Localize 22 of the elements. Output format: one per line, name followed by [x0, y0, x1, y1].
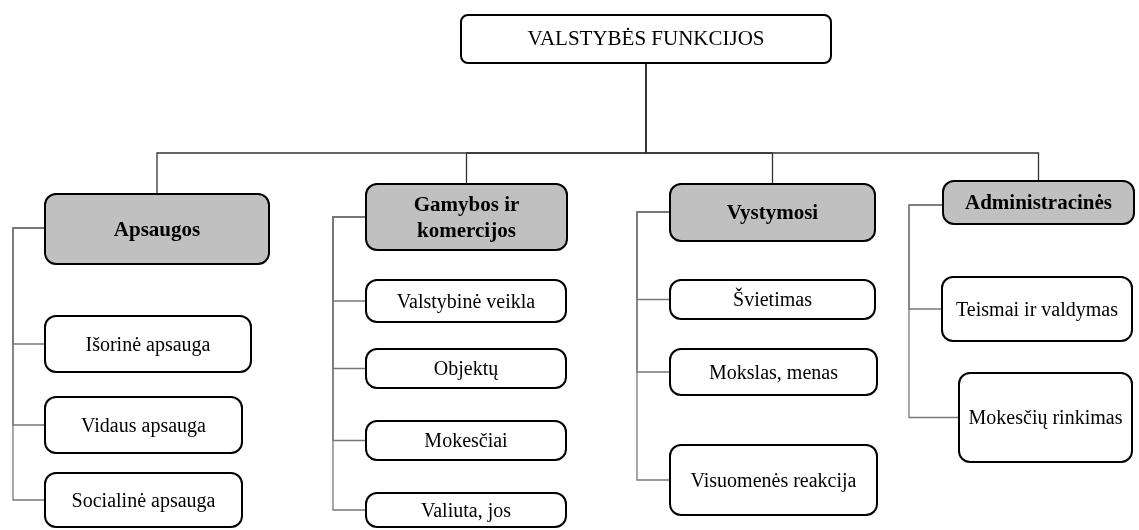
item-box: Vidaus apsauga: [44, 396, 243, 454]
connector-line: [645, 63, 1040, 181]
item-box: Mokesčiai: [365, 420, 567, 461]
category-box: Gamybos ir komercijos: [365, 183, 568, 251]
category-box: Apsaugos: [44, 193, 270, 265]
item-box: Švietimas: [669, 279, 876, 320]
title-box: VALSTYBĖS FUNKCIJOS: [460, 14, 832, 64]
item-box: Teismai ir valdymas: [941, 276, 1133, 342]
item-box: Išorinė apsauga: [44, 315, 252, 373]
item-box: Valiuta, jos: [365, 492, 567, 528]
connector-line: [636, 211, 670, 481]
item-box: Objektų: [365, 348, 567, 389]
item-box: Mokesčių rinkimas: [958, 372, 1133, 463]
item-box: Socialinė apsauga: [44, 472, 243, 528]
item-box: Valstybinė veikla: [365, 279, 567, 323]
connector-line: [12, 227, 45, 501]
category-box: Administracinės: [942, 180, 1135, 225]
connector-line: [908, 204, 959, 419]
category-box: Vystymosi: [669, 183, 876, 242]
connector-line: [332, 216, 366, 511]
item-box: Mokslas, menas: [669, 348, 878, 396]
item-box: Visuomenės reakcija: [669, 444, 878, 516]
